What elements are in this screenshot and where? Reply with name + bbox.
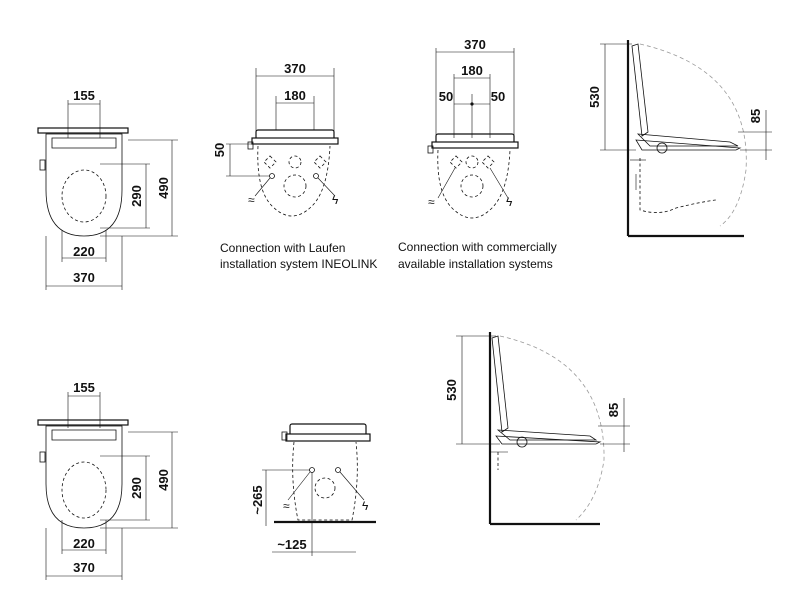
seat-lid-top xyxy=(37,127,129,134)
dim-50-b-left: 50 xyxy=(439,89,453,104)
svg-text:ϟ: ϟ xyxy=(332,193,339,207)
dim-85-top: 85 xyxy=(748,109,763,123)
dim-370-b2: 370 xyxy=(73,560,95,575)
dim-370-b: 370 xyxy=(464,37,486,52)
plan-view-bottom: 155 290 490 220 370 xyxy=(37,380,178,580)
svg-text:ϟ: ϟ xyxy=(506,195,513,209)
front-view-commercial: ≈ ϟ 370 180 50 50 Connection with commer… xyxy=(398,37,557,271)
dim-370: 370 xyxy=(73,270,95,285)
dim-180-b: 180 xyxy=(461,63,483,78)
caption-commercial-1: Connection with commercially xyxy=(398,240,557,254)
bowl-dashed xyxy=(257,145,331,217)
svg-text:ϟ: ϟ xyxy=(362,499,369,513)
seat-opening xyxy=(61,169,107,223)
caption-ineolink-2: installation system INEOLINK xyxy=(220,257,377,271)
dim-155-b: 155 xyxy=(73,380,95,395)
side-view-bottom: 530 85 xyxy=(444,332,630,526)
caption-commercial-2: available installation systems xyxy=(398,257,553,271)
dim-220: 220 xyxy=(73,244,95,259)
plan-view-top: 155 290 490 220 370 xyxy=(37,88,178,290)
dim-530-bottom: 530 xyxy=(444,379,459,401)
side-view-top: 530 85 xyxy=(587,40,772,238)
bowl-outline xyxy=(45,133,123,237)
dim-265: ~265 xyxy=(250,485,265,514)
svg-text:≈: ≈ xyxy=(248,193,255,207)
dim-290: 290 xyxy=(129,185,144,207)
dim-155: 155 xyxy=(73,88,95,103)
dim-85-bottom: 85 xyxy=(606,403,621,417)
dim-125: ~125 xyxy=(277,537,306,552)
lid-open xyxy=(631,43,649,137)
dim-490-b: 490 xyxy=(156,469,171,491)
dim-180-a: 180 xyxy=(284,88,306,103)
dim-290-b: 290 xyxy=(129,477,144,499)
dim-370-a: 370 xyxy=(284,61,306,76)
dim-50-a: 50 xyxy=(212,143,227,157)
front-view-floor: ≈ ϟ ~265 ~125 xyxy=(250,423,376,556)
lid-swing-arc xyxy=(639,43,747,227)
dim-490: 490 xyxy=(156,177,171,199)
dim-530-top: 530 xyxy=(587,86,602,108)
front-view-ineolink: ≈ ϟ 370 180 50 Connection with Laufen in… xyxy=(212,61,377,271)
svg-text:≈: ≈ xyxy=(283,499,290,513)
svg-text:≈: ≈ xyxy=(428,195,435,209)
dim-50-b-right: 50 xyxy=(491,89,505,104)
caption-ineolink-1: Connection with Laufen xyxy=(220,241,345,255)
dim-220-b: 220 xyxy=(73,536,95,551)
